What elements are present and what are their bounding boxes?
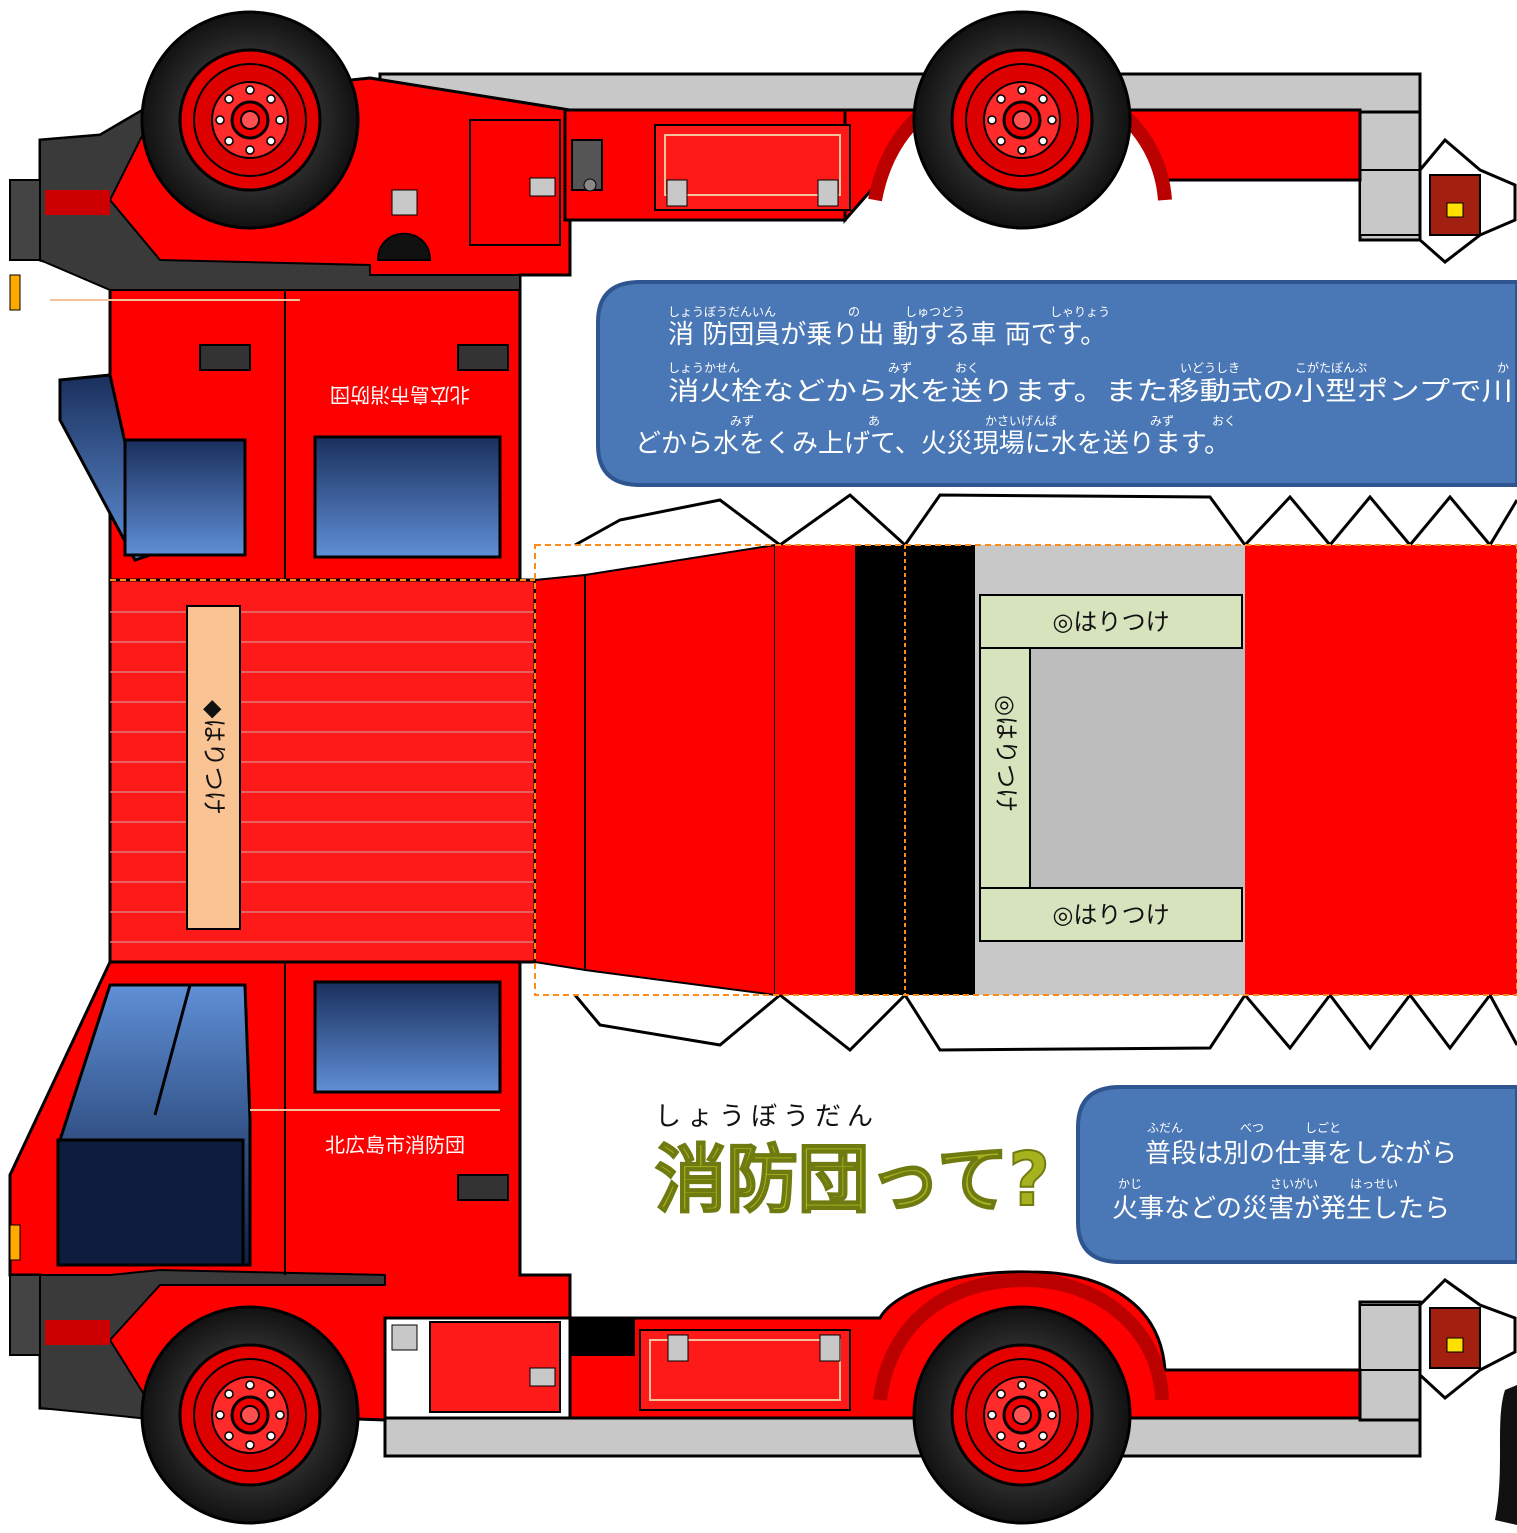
- door-label-upper-group: 北広島市消防団: [330, 383, 470, 407]
- svg-text:◎はりつけ: ◎はりつけ: [992, 695, 1020, 812]
- furigana: かさいげんば: [985, 414, 1057, 428]
- furigana: こがたぽんぷ: [1295, 360, 1367, 375]
- svg-text:◎はりつけ: ◎はりつけ: [1052, 901, 1169, 929]
- truck-side-upper: 北広島市消防団: [9, 10, 1517, 582]
- info-line: どから水をくみ上げて、火災現場に水を送ります。: [635, 429, 1230, 459]
- furigana: いどうしき: [1180, 361, 1240, 375]
- paste-tab-top: ◎はりつけ: [979, 594, 1243, 649]
- furigana: しょうぼうだんいん: [668, 305, 776, 319]
- info-line: 消 防団員が乗り出 動する車 両です。: [668, 320, 1106, 350]
- roof-panel: ◆はりつけ ◎はりつけ ◎はりつけ ◎はりつけ: [108, 493, 1517, 1053]
- furigana: しごと: [1305, 1120, 1341, 1135]
- title-group: しょうぼうだん 消防団って?: [654, 1102, 1051, 1224]
- furigana: か: [1497, 361, 1509, 375]
- furigana: ふだん: [1147, 1121, 1183, 1135]
- title-text: 消防団って?: [655, 1137, 1050, 1223]
- info-line: 普段は別の仕事をしながら: [1145, 1139, 1457, 1169]
- paste-tab-bottom: ◎はりつけ: [979, 887, 1243, 942]
- info-box-bottom: ふだん べつ しごと 普段は別の仕事をしながら かじ さいがい はっせい 火事な…: [1076, 1085, 1517, 1264]
- furigana: おく: [1212, 414, 1236, 428]
- svg-text:◎はりつけ: ◎はりつけ: [1052, 608, 1169, 636]
- furigana: の: [848, 305, 860, 319]
- title-reading: しょうぼうだん: [655, 1102, 879, 1132]
- door-label-lower: 北広島市消防団: [325, 1133, 465, 1157]
- furigana: しゃりょう: [1050, 305, 1110, 319]
- side-mirror-icon: [376, 189, 432, 261]
- side-mirror-icon: [391, 1324, 418, 1351]
- furigana: みず: [1150, 414, 1174, 428]
- furigana: かじ: [1118, 1177, 1142, 1191]
- paste-tab-roof: ◆はりつけ: [186, 605, 241, 930]
- truck-side-lower: 北広島市消防団: [8, 960, 1517, 1525]
- furigana: みず: [730, 414, 754, 428]
- pump-nozzle-icon: [571, 139, 603, 192]
- info-line: 消火栓などから水を送ります。また移動式の小型ポンプで川: [668, 377, 1513, 407]
- wheel-icon: [912, 10, 1132, 230]
- wheel-icon: [912, 1305, 1132, 1525]
- info-line: 火事などの災害が発生したら: [1112, 1194, 1450, 1224]
- wheel-icon: [140, 10, 360, 230]
- door-handle-icon: [457, 1174, 509, 1201]
- furigana: あ: [868, 414, 880, 428]
- info-box-top: しょうぼうだんいん の しゅつどう しゃりょう 消 防団員が乗り出 動する車 両…: [596, 280, 1517, 487]
- door-label-upper: 北広島市消防団: [330, 383, 470, 407]
- furigana: べつ: [1240, 1121, 1264, 1135]
- tail-lamp-icon: [1429, 174, 1481, 236]
- paste-tab-side: ◎はりつけ: [979, 647, 1031, 889]
- tail-lamp-icon: [1429, 1307, 1481, 1369]
- furigana: おく: [955, 361, 979, 375]
- door-handle-icon: [199, 344, 509, 371]
- furigana: はっせい: [1350, 1177, 1398, 1191]
- furigana: みず: [888, 361, 912, 375]
- wheel-icon: [140, 1305, 360, 1525]
- furigana: さいがい: [1270, 1176, 1318, 1191]
- svg-text:◆はりつけ: ◆はりつけ: [200, 700, 228, 815]
- furigana: しょうかせん: [668, 361, 740, 375]
- mascot-fragment: [1495, 1385, 1517, 1525]
- furigana: しゅつどう: [905, 305, 965, 319]
